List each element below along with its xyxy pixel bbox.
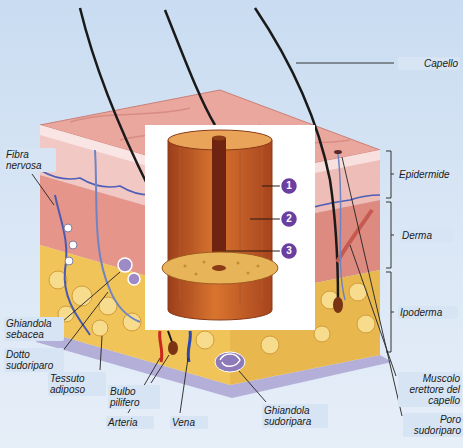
- hair-bulb: [333, 297, 343, 313]
- fat-cell: [261, 336, 279, 354]
- leader-lines: [32, 63, 402, 416]
- part-label: Muscolo erettore del capello: [398, 372, 462, 407]
- callout-circle: [281, 178, 298, 195]
- fat-cell: [92, 320, 108, 336]
- callout-number: 3: [281, 243, 297, 259]
- vein: [188, 331, 190, 362]
- part-label: Ghiandola sebacea: [4, 317, 64, 341]
- layer-bracket: [386, 151, 394, 198]
- callout-circle: [281, 243, 298, 260]
- sebaceous-gland: [128, 273, 140, 285]
- artery: [160, 331, 162, 362]
- layer-bracket: [386, 202, 394, 268]
- medulla-section: [212, 265, 226, 271]
- layer-bracket: [386, 272, 394, 352]
- hair-root: [168, 331, 172, 342]
- part-label: Tessuto adiposo: [48, 372, 106, 396]
- nerve-ending: [65, 257, 73, 265]
- layer-label: Derma: [400, 229, 454, 242]
- medulla: [212, 138, 226, 265]
- arrector-muscle: [337, 210, 372, 262]
- callout-number: 2: [281, 211, 297, 227]
- sweat-duct: [338, 154, 345, 300]
- sebaceous-gland: [118, 258, 132, 272]
- layer-label: Ipoderma: [398, 306, 458, 319]
- part-label: Ghiandola sudoripara: [262, 404, 328, 428]
- leader-line: [239, 371, 266, 402]
- sweat-pore: [334, 150, 342, 154]
- part-label: Vena: [170, 416, 208, 429]
- callout-number: 1: [281, 178, 297, 194]
- fat-cell: [196, 331, 214, 349]
- medulla-top: [212, 136, 226, 141]
- leader-line: [180, 358, 188, 413]
- leader-line: [32, 174, 54, 205]
- nerve-ending: [69, 241, 77, 249]
- hair: [80, 8, 150, 190]
- texture-dot: [257, 265, 260, 268]
- leader-line: [62, 292, 108, 352]
- sweat-gland: [215, 352, 245, 372]
- cross-section: [162, 252, 278, 284]
- texture-dot: [195, 273, 198, 276]
- leader-line: [100, 336, 102, 370]
- texture-dot: [203, 261, 206, 264]
- callout-circle: [281, 211, 298, 228]
- nerve-ending: [64, 224, 72, 232]
- fat-cell: [72, 286, 92, 306]
- inset-panel: [145, 125, 315, 330]
- texture-dot: [184, 265, 187, 268]
- sweat-duct: [95, 150, 140, 322]
- fat-cell: [314, 326, 330, 342]
- layer-label: Epidermide: [397, 168, 461, 181]
- leader-line: [350, 245, 396, 376]
- part-label: Poro sudoriparo: [403, 413, 463, 437]
- texture-dot: [247, 272, 250, 275]
- part-label: Dotto sudoriparo: [4, 348, 64, 372]
- fat-cell: [357, 315, 375, 333]
- leader-line: [342, 157, 402, 416]
- hair: [165, 10, 215, 125]
- part-label: Arteria: [106, 416, 154, 429]
- callout-leader: [226, 186, 280, 251]
- leader-line: [296, 63, 394, 64]
- part-label: Capello: [398, 57, 460, 70]
- nerve-fibre: [55, 195, 90, 335]
- part-label: Bulbo pilifero: [108, 385, 160, 409]
- section-texture: [184, 261, 260, 276]
- texture-dot: [237, 262, 240, 265]
- hair-bulb: [168, 341, 178, 355]
- gland-coil: [220, 354, 240, 366]
- part-label: Fibra nervosa: [4, 148, 56, 172]
